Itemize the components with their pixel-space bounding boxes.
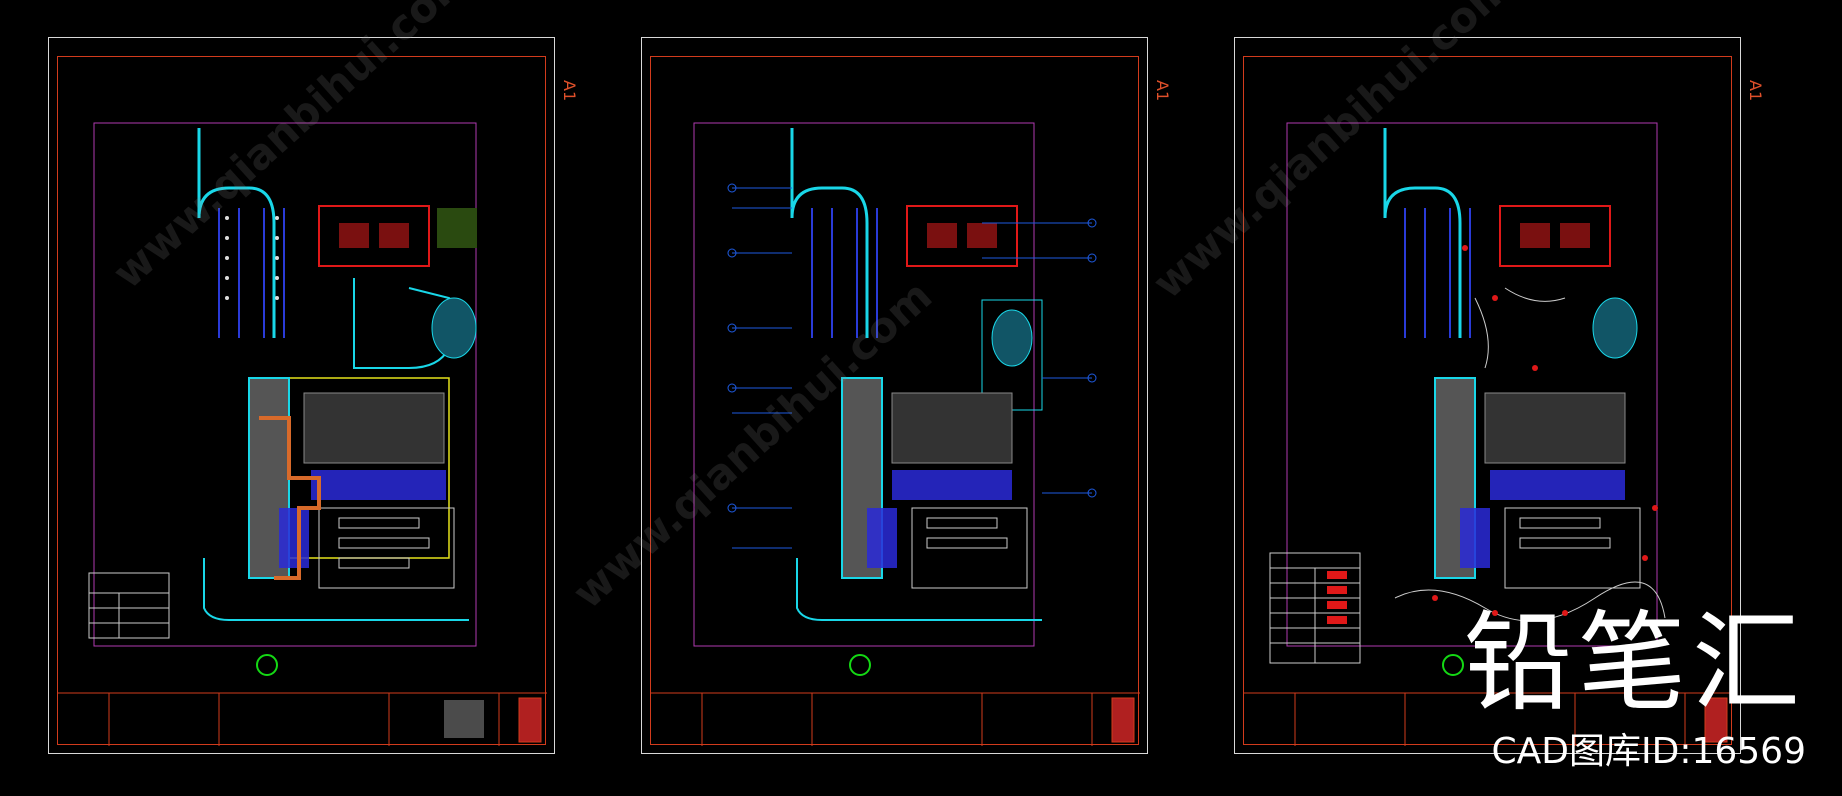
site-plan-drawing [58, 122, 547, 746]
drawing-sheet-1: A1 [48, 37, 579, 754]
sheet-inner-border [57, 56, 546, 745]
brand-name: 铅笔汇 [1463, 601, 1806, 726]
sheet-size-label: A1 [1153, 80, 1172, 102]
sheet-size-label: A1 [1746, 80, 1765, 102]
sheet-inner-border [650, 56, 1139, 745]
brand-watermark: 铅笔汇 CAD图库ID:16569 [1463, 601, 1806, 773]
site-plan-drawing [1244, 122, 1733, 746]
cad-id-label: CAD图库ID:16569 [1491, 731, 1806, 772]
sheet-inner-border [1243, 56, 1732, 745]
sheet-size-label: A1 [560, 80, 579, 102]
drawing-sheet-3: A1 [1234, 37, 1765, 754]
site-plan-drawing [651, 122, 1140, 746]
drawing-sheet-2: A1 [641, 37, 1172, 754]
